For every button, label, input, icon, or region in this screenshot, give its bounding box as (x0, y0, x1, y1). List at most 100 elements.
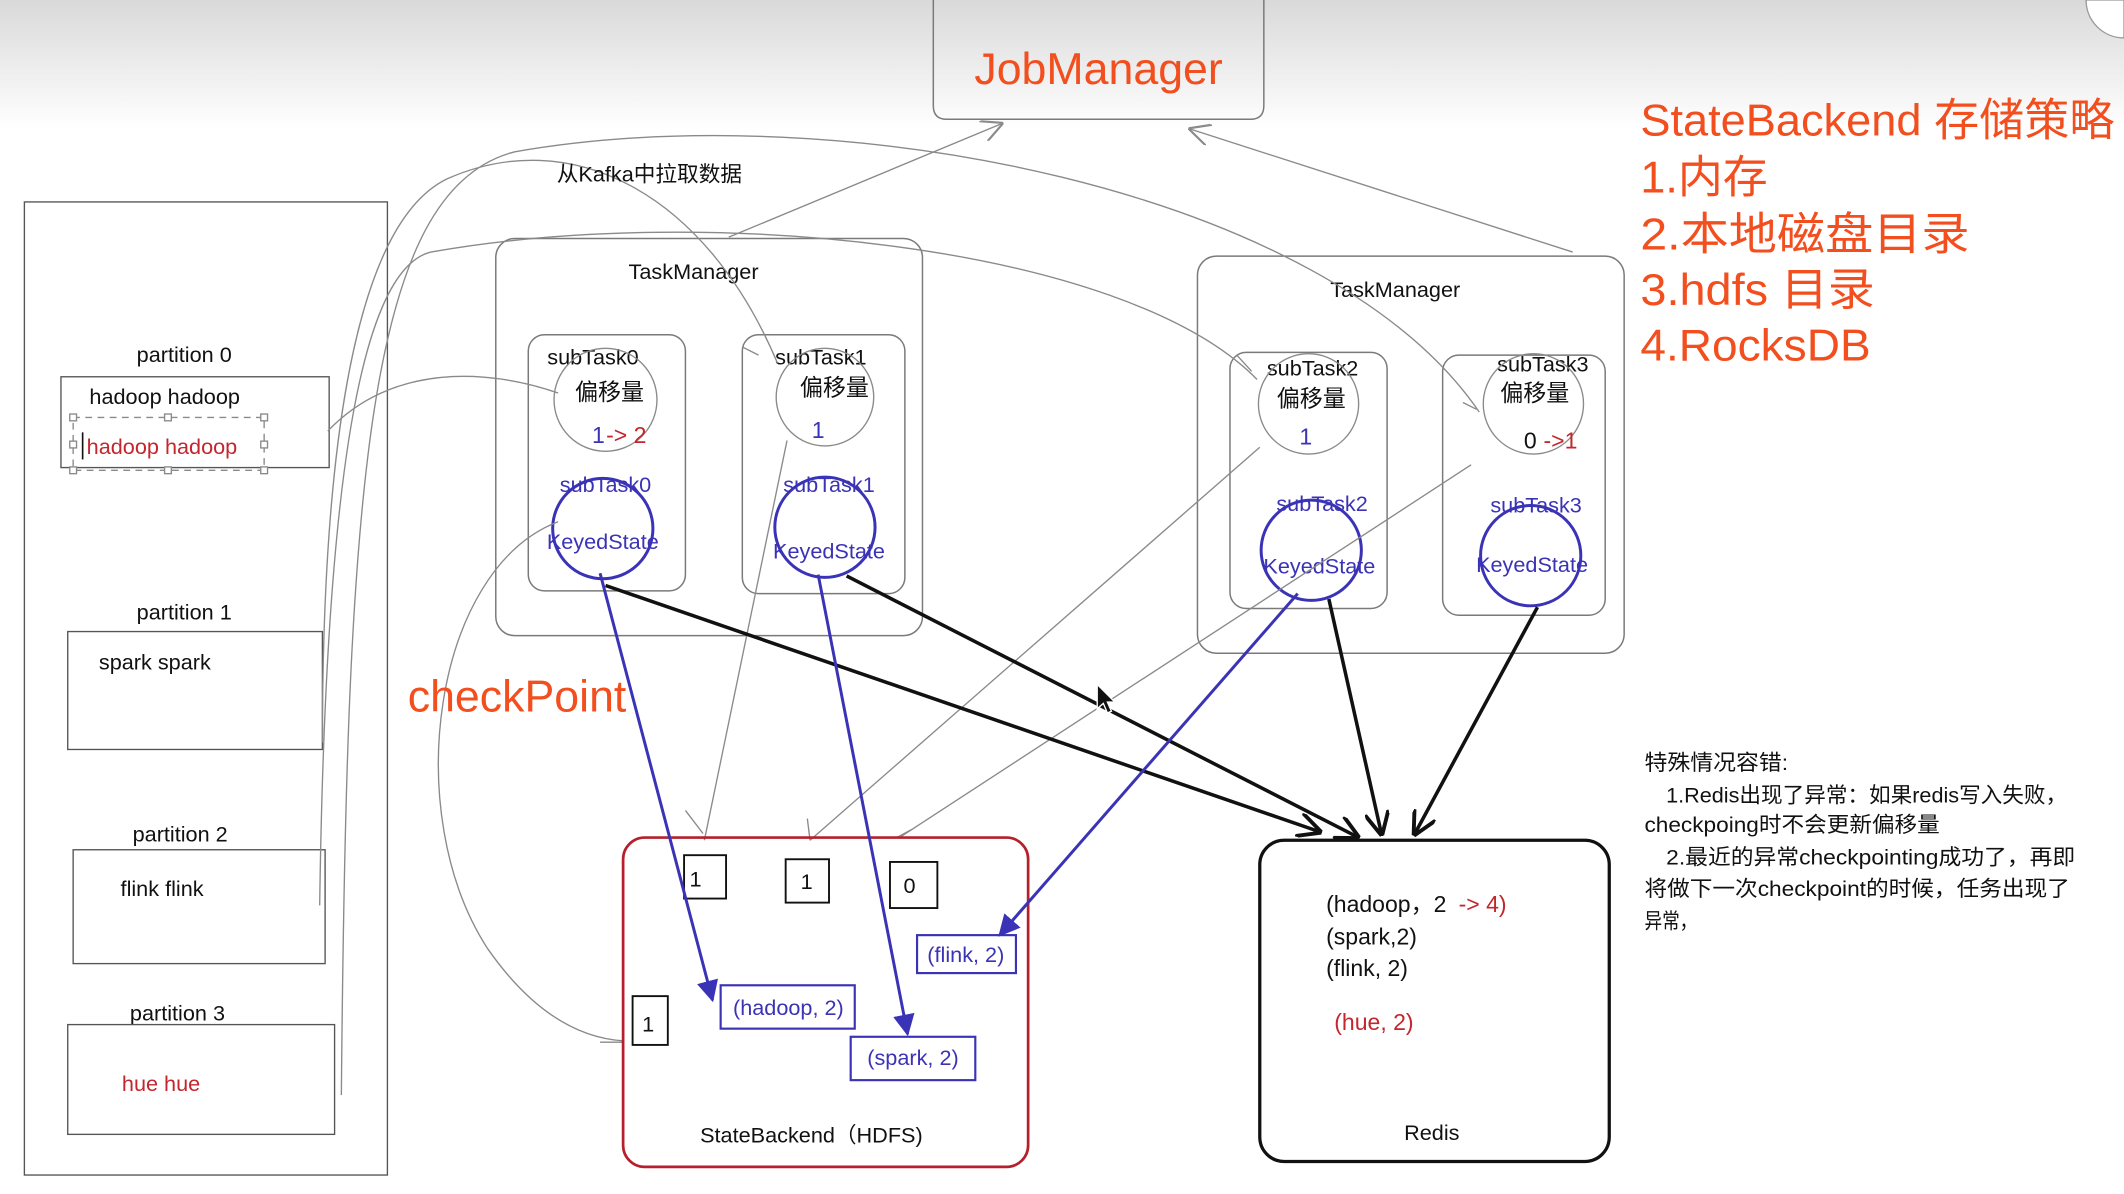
state-write-arrows (604, 574, 1540, 838)
storage-strategy-item: 1.内存 (1640, 153, 1767, 202)
checkpoint-offset: 1 (801, 869, 813, 894)
offset-change: -> 2 (606, 422, 646, 448)
report-arrow (728, 123, 1003, 238)
keyed-state-circle (1479, 504, 1583, 608)
offset-label: 偏移量 (1500, 380, 1569, 406)
redis-entry: (hadoop，2-> 4) (1326, 891, 1506, 917)
redis: (hadoop，2-> 4) (spark,2) (flink, 2) (hue… (1258, 838, 1611, 1164)
partition-box (72, 849, 326, 965)
partition-record: spark spark (99, 650, 211, 675)
connector-tick (742, 346, 759, 356)
keyed-state-subtask: subTask1 (783, 472, 874, 497)
checkpoint-offset: 1 (689, 866, 701, 891)
checkpoint-arrow (816, 574, 915, 1037)
selection-handle[interactable] (163, 413, 173, 422)
offset-value: 1-> 2 (592, 422, 646, 448)
connector-tick (1236, 354, 1253, 372)
task-manager-box (1196, 255, 1625, 654)
selection-handle[interactable] (163, 466, 173, 475)
checkpoint-arrow (598, 572, 719, 1003)
subtask-name: subTask2 (1267, 355, 1358, 380)
selection-handle[interactable] (260, 413, 269, 422)
kafka-pull-line (319, 231, 1258, 906)
partition-label: partition 1 (137, 599, 232, 624)
selection-handle[interactable] (69, 413, 78, 422)
selection-handle[interactable] (260, 466, 269, 475)
offset-label: 偏移量 (800, 375, 869, 401)
state-write-arrow (1327, 598, 1382, 835)
keyed-state-subtask: subTask0 (560, 472, 651, 497)
kafka-pull-label: 从Kafka中拉取数据 (557, 162, 742, 187)
checkpoint-offset-box (784, 858, 830, 904)
offset-label: 偏移量 (1277, 386, 1346, 412)
checkpoint-link-line (437, 521, 624, 1042)
notes-line: 异常， (1644, 908, 1697, 933)
offset-label: 偏移量 (575, 379, 644, 405)
state-backend-box (621, 836, 1030, 1169)
state-entry: (hadoop, 2) (733, 995, 844, 1020)
task-manager-left: TaskManager subTask0 偏移量 1-> 2 subTask0 … (495, 237, 924, 637)
selection-handle[interactable] (260, 440, 269, 449)
state-entry: (flink, 2) (927, 942, 1004, 967)
partition-record: hadoop hadoop (89, 384, 240, 409)
keyed-state-label: KeyedState (773, 538, 885, 563)
state-backend: 1 1 0 1 (flink, 2) (hadoop, 2) (spark, 2… (621, 836, 1030, 1169)
kafka-topic: partition 0 hadoop hadoop hadoop hadoop … (23, 201, 389, 1176)
kafka-pull-line (321, 159, 779, 743)
state-entry-box (719, 984, 856, 1030)
offset-link-line (899, 464, 1472, 839)
subtask-box (741, 334, 906, 595)
keyed-state-circle (1259, 498, 1363, 602)
partition-box (67, 1023, 336, 1136)
keyed-state-circle (773, 475, 877, 579)
keyed-state-label: KeyedState (1263, 553, 1375, 578)
redis-entry: (flink, 2) (1326, 955, 1408, 981)
subtask-box (527, 334, 687, 592)
partition-box (60, 376, 330, 469)
redis-entry: (hue, 2) (1334, 1009, 1413, 1035)
checkpoint-arrows (598, 572, 1299, 1037)
redis-label: Redis (1404, 1120, 1460, 1145)
offset-current: 1 (812, 417, 825, 443)
selection-handle[interactable] (69, 466, 78, 475)
connector-tick (684, 810, 704, 834)
keyed-state-subtask: subTask2 (1276, 491, 1367, 516)
offset-circle (1482, 353, 1585, 455)
selection-handle[interactable] (69, 440, 78, 449)
kafka-topic-box (23, 201, 389, 1176)
keyed-state-subtask: subTask3 (1490, 492, 1581, 517)
storage-strategy-item: 4.RocksDB (1640, 321, 1870, 370)
state-backend-label: StateBackend（HDFS) (700, 1122, 923, 1147)
offset-current: 1 (1299, 424, 1312, 450)
checkpoint-offset: 1 (642, 1011, 654, 1036)
checkpoint-arrow (998, 592, 1299, 937)
offset-current: 0 (1524, 428, 1537, 454)
job-manager-label: JobManager (974, 45, 1223, 94)
subtask-box (1229, 351, 1388, 610)
report-arrow (1189, 129, 1573, 253)
storage-strategy: StateBackend 存储策略 1.内存 2.本地磁盘目录 3.hdfs 目… (1640, 97, 2114, 371)
subtask-name: subTask0 (547, 345, 638, 370)
offset-link-line (809, 446, 1261, 841)
fault-tolerance-notes: 特殊情况容错: 1.Redis出现了异常：如果redis写入失败， checkp… (1644, 750, 2075, 934)
offset-value: 0->1 (1524, 428, 1577, 454)
state-write-arrow (845, 574, 1359, 838)
checkpoint-label: checkPoint (408, 673, 627, 722)
partition-record-editing[interactable]: hadoop hadoop (87, 434, 238, 459)
mouse-cursor-icon (1096, 682, 1117, 714)
notes-line: 2.最近的异常checkpointing成功了，再即 (1666, 845, 2075, 870)
offset-current: 1 (592, 422, 605, 448)
state-write-arrow (604, 583, 1321, 832)
top-shade (0, 0, 2124, 129)
keyed-state-label: KeyedState (547, 529, 659, 554)
connector-tick (1462, 401, 1477, 410)
task-manager-box (495, 237, 924, 637)
storage-strategy-title: StateBackend 存储策略 (1640, 97, 2114, 146)
storage-strategy-item: 2.本地磁盘目录 (1640, 210, 1969, 259)
offset-change: ->1 (1543, 428, 1577, 454)
partition-label: partition 0 (137, 342, 232, 367)
redis-entry-text: (hadoop，2 (1326, 891, 1446, 917)
checkpoint-offset-box (889, 861, 939, 909)
